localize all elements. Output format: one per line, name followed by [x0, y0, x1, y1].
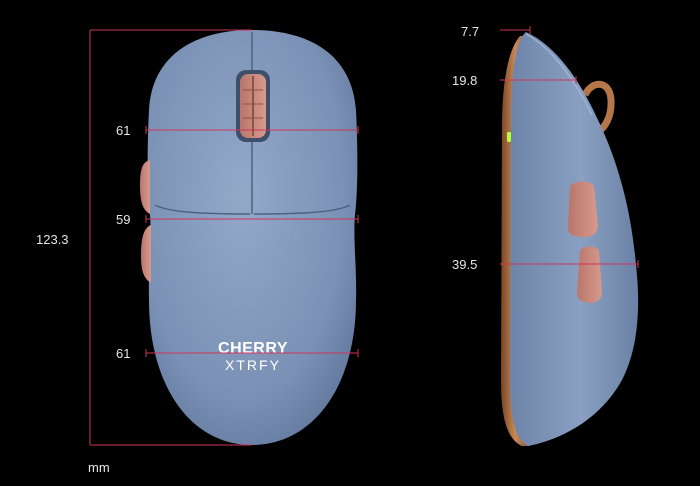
- cable-loop: [581, 80, 615, 135]
- side-top-ridge: [525, 33, 593, 116]
- side-button-forward: [140, 160, 150, 214]
- logo-brand-line2: XTRFY: [225, 357, 281, 373]
- dimension-height-front-label: 7.7: [461, 24, 480, 39]
- side-button-back: [141, 225, 151, 283]
- dimension-width-bottom-label: 61: [116, 346, 131, 361]
- right-button-seam: [253, 204, 351, 215]
- left-button-seam: [154, 204, 251, 215]
- mouse-side-view: [501, 32, 639, 446]
- mouse-top-shell: [147, 30, 358, 445]
- status-led: [507, 132, 511, 142]
- top-view-measurements: [89, 29, 359, 446]
- logo-brand-line1: CHERRY: [218, 340, 288, 357]
- unit-label: mm: [88, 460, 110, 475]
- dimension-width-top-label: 61: [116, 123, 131, 138]
- dimension-width-mid-label: 59: [116, 212, 131, 227]
- dimension-height-upper-label: 19.8: [452, 73, 478, 88]
- dimension-length-label: 123.3: [36, 232, 69, 247]
- dimension-height-max-label: 39.5: [452, 257, 478, 272]
- mouse-top-view: CHERRY XTRFY: [140, 30, 358, 445]
- scroll-wheel: [236, 70, 270, 142]
- side-view-measurements: [500, 26, 639, 268]
- side-view-button-forward: [568, 181, 598, 238]
- side-shell: [510, 32, 639, 446]
- side-view-button-back: [577, 246, 602, 303]
